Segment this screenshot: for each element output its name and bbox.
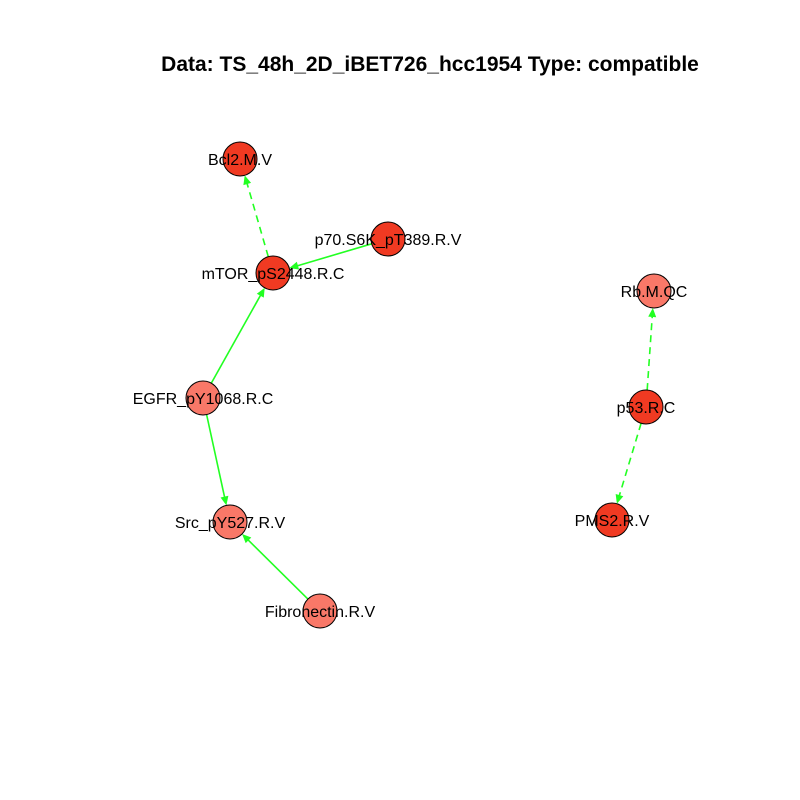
- edge-line: [294, 243, 372, 268]
- node-label: mTOR_pS2448.R.C: [202, 266, 345, 283]
- edge-fibro-to-src: [242, 533, 309, 600]
- edge-mtor-to-bcl2: [243, 175, 270, 257]
- node-layer: Bcl2.M.V p70.S6K_pT389.R.V mTOR_pS2448.R.C…: [133, 141, 688, 629]
- node-p70: p70.S6K_pT389.R.V: [315, 221, 462, 257]
- node-p53: p53.R.C: [617, 389, 676, 425]
- edge-egfr-to-mtor: [210, 287, 265, 384]
- node-circle: [628, 389, 664, 425]
- node-label: PMS2.R.V: [575, 513, 650, 530]
- node-label: Src_pY527.R.V: [175, 515, 286, 532]
- node-circle: [636, 273, 672, 309]
- edge-line: [617, 423, 642, 499]
- edge-line: [205, 414, 226, 500]
- node-label: p70.S6K_pT389.R.V: [315, 232, 462, 249]
- node-circle: [255, 255, 291, 291]
- node-circle: [222, 141, 258, 177]
- edge-p70-to-mtor: [289, 243, 372, 270]
- edge-line: [245, 180, 270, 257]
- node-circle: [212, 504, 248, 540]
- edge-arrowhead: [289, 261, 300, 270]
- edge-line: [646, 313, 654, 391]
- node-label: Bcl2.M.V: [208, 152, 272, 169]
- edge-egfr-to-src: [205, 414, 229, 506]
- edge-p53-to-pms2: [615, 423, 642, 504]
- node-rb: Rb.M.QC: [621, 273, 688, 309]
- edge-arrowhead: [243, 175, 252, 186]
- edge-arrowhead: [220, 495, 229, 506]
- edge-arrowhead: [648, 307, 657, 318]
- node-pms2: PMS2.R.V: [575, 502, 650, 538]
- node-circle: [370, 221, 406, 257]
- node-src: Src_pY527.R.V: [175, 504, 286, 540]
- node-fibro: Fibronectin.R.V: [265, 593, 376, 629]
- node-label: Rb.M.QC: [621, 284, 688, 301]
- diagram-title: Data: TS_48h_2D_iBET726_hcc1954 Type: co…: [161, 53, 699, 76]
- edge-p53-to-rb: [646, 307, 657, 391]
- edge-arrowhead: [615, 493, 624, 504]
- edge-arrowhead: [256, 287, 265, 298]
- node-circle: [185, 380, 221, 416]
- node-label: EGFR_pY1068.R.C: [133, 391, 274, 408]
- edge-line: [245, 537, 309, 600]
- node-mtor: mTOR_pS2448.R.C: [202, 255, 345, 291]
- edge-arrowhead: [242, 533, 252, 544]
- node-label: p53.R.C: [617, 400, 676, 417]
- node-circle: [302, 593, 338, 629]
- edge-line: [210, 292, 263, 384]
- node-bcl2: Bcl2.M.V: [208, 141, 272, 177]
- node-circle: [594, 502, 630, 538]
- edge-layer: [205, 175, 657, 600]
- node-label: Fibronectin.R.V: [265, 604, 376, 621]
- node-egfr: EGFR_pY1068.R.C: [133, 380, 274, 416]
